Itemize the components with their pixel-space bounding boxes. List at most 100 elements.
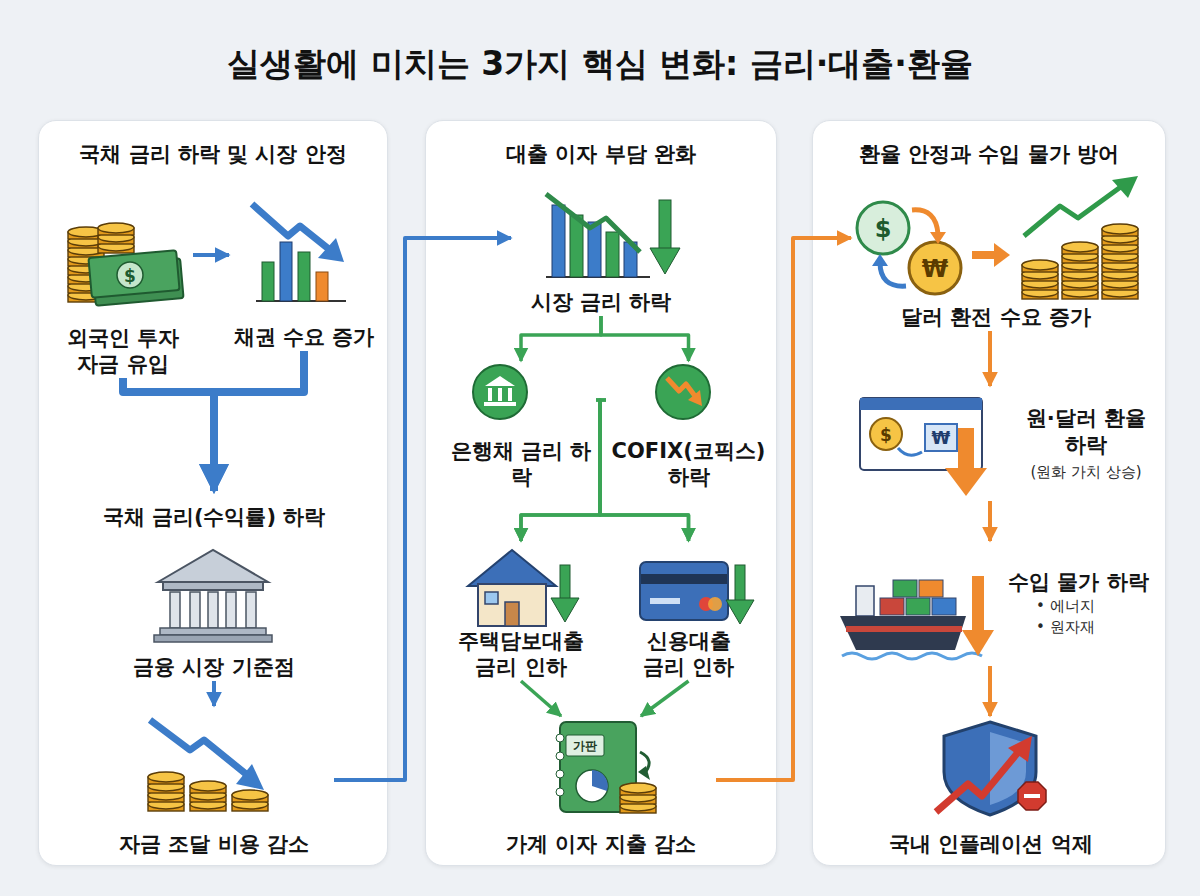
cargo-ship-icon-part [893, 580, 917, 597]
bank-circle-icon-part [473, 365, 527, 419]
market-chart-icon [546, 194, 680, 277]
house-icon-part [478, 584, 546, 626]
household-ledger-icon-part [556, 734, 564, 742]
money-icon-part [68, 272, 104, 284]
cargo-ship-icon-part [906, 598, 930, 615]
cargo-ship-icon-part [880, 598, 904, 615]
bond-chart-icon-part [316, 272, 328, 301]
money-icon-part [68, 290, 104, 302]
currency-exchange-icon-part [909, 242, 961, 294]
step-node: 자금 조달 비용 감소 [94, 706, 334, 858]
currency-exchange-icon-part [872, 254, 888, 266]
flow-arrow [641, 681, 689, 716]
flow-arrow [123, 378, 214, 491]
step-label: 시장 금리 하락 [531, 289, 672, 316]
falling-coins-icon-part [236, 764, 264, 790]
flow-arrow [988, 666, 992, 716]
cofix-circle-icon [656, 365, 710, 419]
bullet-item: • 원자재 [1036, 617, 1095, 638]
money-icon-part [117, 262, 143, 288]
inflation-shield-icon-part [990, 732, 1026, 805]
rising-coins-icon-part [1102, 233, 1138, 245]
sub-note: (원화 가치 상승) [1030, 463, 1141, 482]
household-ledger-icon-part [592, 770, 608, 791]
bond-chart-icon [252, 204, 346, 301]
exchange-window-icon-part [860, 398, 982, 410]
bank-circle-icon-part [498, 388, 502, 401]
panel-card: 환율 안정과 수입 물가 방어달러 환전 수요 증가원·달러 환율 하락(원화 … [812, 120, 1166, 866]
step-label: 신용대출 금리 인하 [634, 628, 744, 681]
cargo-ship-icon [840, 576, 994, 659]
flow-arrow [521, 316, 601, 361]
money-icon-part [68, 245, 104, 257]
money-icon-part [68, 254, 104, 266]
step-node: 시장 금리 하락 [511, 186, 691, 316]
step-label: 국내 인플레이션 억제 [889, 831, 1093, 858]
rising-coins-icon-part [1102, 260, 1138, 272]
bond-chart-icon-part [280, 242, 292, 301]
bank-building-icon-part [170, 592, 180, 628]
household-ledger-icon-part [620, 792, 656, 804]
inflation-shield-icon-part [1018, 782, 1046, 810]
rising-coins-icon-part [1102, 278, 1138, 290]
icon-glyph: 가판 [573, 740, 597, 752]
exchange-window-icon-part [958, 428, 974, 472]
money-icon-part [98, 223, 134, 235]
rising-coins-icon-part [1112, 176, 1138, 198]
market-chart-icon-part [546, 276, 650, 278]
inflation-shield-icon-part [1024, 794, 1040, 798]
exchange-window-icon-part [898, 448, 922, 455]
household-ledger-icon-part [620, 801, 656, 813]
step-label: 주택담보대출 금리 인하 [446, 628, 596, 681]
step-label: 자금 조달 비용 감소 [119, 831, 309, 858]
icon-glyph: $ [880, 427, 892, 444]
bank-circle-icon-part [485, 376, 515, 386]
flow-arrow [988, 501, 992, 541]
currency-exchange-icon-part [972, 251, 996, 259]
step-label: 달러 환전 수요 증가 [901, 304, 1091, 331]
flow-arrow [521, 681, 561, 716]
falling-coins-icon-part [148, 772, 184, 784]
bank-building-icon-part [226, 592, 236, 628]
cargo-ship-icon-part [919, 580, 943, 597]
falling-coins-icon-part [232, 790, 268, 802]
rising-coins-icon-part [1062, 242, 1098, 254]
rising-coins-icon-part [1022, 287, 1058, 299]
household-ledger-icon-part [556, 788, 564, 796]
market-chart-icon-part [650, 248, 680, 274]
cargo-ship-icon-part [840, 616, 966, 650]
rising-coins-icon-part [1062, 251, 1098, 263]
flow-arrow [214, 351, 304, 491]
diagram-title: 실생활에 미치는 3가지 핵심 변화: 금리·대출·환율 [0, 42, 1200, 87]
currency-exchange-icon-part [857, 202, 909, 254]
cargo-ship-icon-part [972, 576, 984, 634]
house-icon-part [560, 565, 570, 601]
step-node: 외국인 투자 자금 유입 [53, 216, 193, 378]
rising-coins-icon-part [1024, 186, 1122, 236]
house-icon-part [468, 550, 556, 586]
step-label: 가계 이자 지출 감소 [506, 831, 696, 858]
market-chart-icon-part [588, 222, 601, 277]
house-icon-part [505, 602, 519, 626]
icon-glyph: $ [124, 268, 136, 285]
step-node: 국내 인플레이션 억제 [871, 716, 1111, 858]
money-icon-part [98, 232, 134, 244]
bank-building-icon-part [190, 592, 200, 628]
rising-coins-icon-part [1102, 251, 1138, 263]
exchange-window-icon-part [945, 468, 987, 496]
bond-chart-icon-part [252, 204, 330, 250]
step-node: 원·달러 환율 하락(원화 가치 상승) [856, 386, 1156, 501]
panel-heading: 국채 금리 하락 및 시장 안정 [79, 141, 347, 168]
rising-coins-icon-part [1062, 287, 1098, 299]
money-icon-part [92, 258, 183, 306]
flow-arrow [716, 238, 851, 780]
flow-arrow [521, 400, 600, 541]
credit-card-icon-part [735, 565, 745, 603]
cofix-circle-icon-part [688, 390, 702, 406]
house-icon-part [485, 592, 498, 604]
flow-arrow [601, 316, 689, 361]
falling-coins-icon-part [150, 720, 246, 774]
rising-coins-icon-part [1102, 242, 1138, 254]
household-ledger-icon [556, 722, 656, 813]
step-node: 달러 환전 수요 증가 [851, 191, 1141, 331]
